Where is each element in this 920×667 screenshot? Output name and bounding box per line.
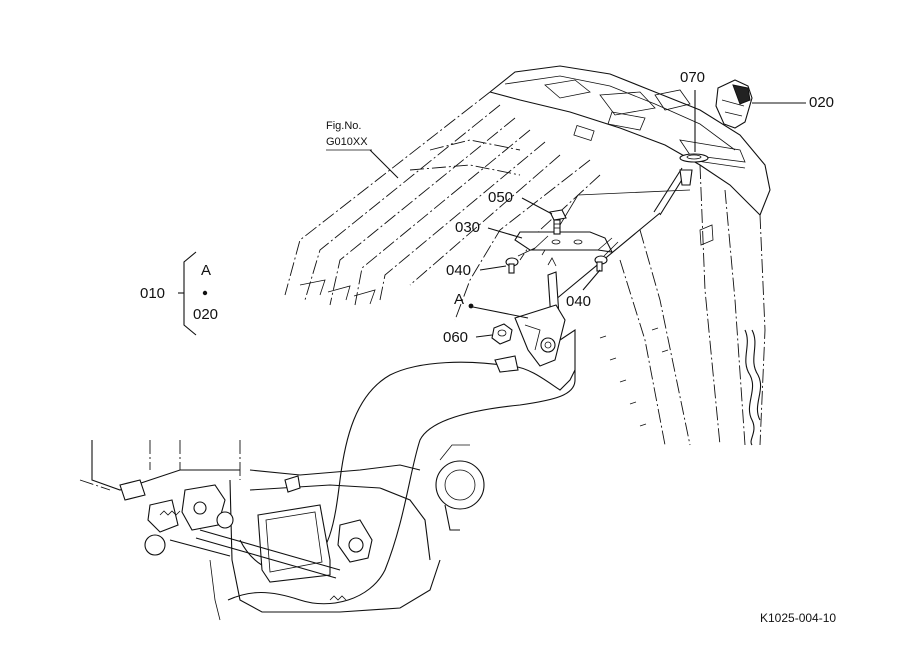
washer-070 [679, 153, 709, 163]
drawing-code: K1025-004-10 [760, 611, 837, 625]
throttle-knob [715, 79, 753, 129]
lever-assembly [514, 257, 566, 367]
group-child-code[interactable]: 020 [193, 306, 219, 323]
callout-020-top[interactable]: 020 [809, 94, 835, 111]
group-ref-a: A [201, 262, 212, 279]
callout-ref-a: A [454, 291, 465, 308]
callout-050[interactable]: 050 [488, 189, 514, 206]
group-ref-dot [202, 290, 208, 296]
throttle-rod [554, 167, 693, 301]
callout-030[interactable]: 030 [455, 219, 481, 236]
callout-070[interactable]: 070 [680, 69, 706, 86]
dashboard-panel [284, 65, 771, 446]
engine-block [79, 440, 485, 621]
throttle-cable [227, 328, 576, 605]
screw-040-left [505, 247, 536, 274]
callout-040-left[interactable]: 040 [446, 262, 472, 279]
ref-a-dot [468, 303, 474, 309]
group-bracket [178, 251, 197, 336]
bracket-030 [514, 231, 613, 253]
leader-040-left [479, 265, 507, 271]
callout-060[interactable]: 060 [443, 329, 469, 346]
callout-040-right[interactable]: 040 [566, 293, 592, 310]
fig-no-label: Fig.No. [326, 120, 362, 132]
leader-060 [475, 334, 493, 338]
leader-030 [487, 227, 523, 239]
leader-a [472, 306, 529, 319]
fig-no-value[interactable]: G010XX [326, 136, 368, 148]
group-parent-code[interactable]: 010 [140, 285, 166, 302]
leader-050 [521, 197, 553, 215]
nut-060 [491, 323, 513, 345]
fig-leader-line [369, 149, 399, 179]
bolt-050 [549, 209, 567, 235]
leader-040-right [582, 269, 601, 291]
